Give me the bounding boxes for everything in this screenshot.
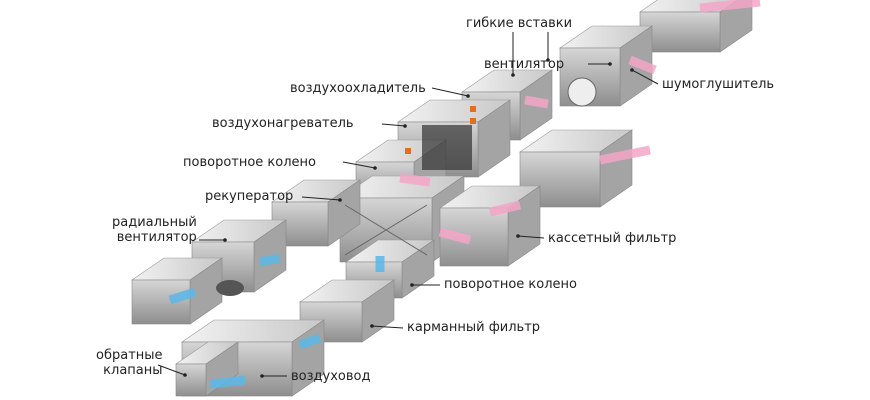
heater-coil bbox=[422, 125, 472, 170]
leader-line-6 bbox=[301, 196, 341, 201]
label-silencer: шумоглушитель bbox=[662, 77, 775, 92]
leader-dot-5 bbox=[373, 166, 377, 170]
airflow-arrow-3 bbox=[399, 173, 431, 187]
label-check-valves-line2: клапаны bbox=[103, 363, 163, 378]
airflow-arrow-11 bbox=[209, 375, 246, 389]
leader-line-9 bbox=[631, 69, 659, 85]
leader-dot-12 bbox=[370, 324, 374, 328]
airflow-arrow-8 bbox=[298, 333, 322, 350]
leader-dot-7 bbox=[223, 238, 227, 242]
label-air-duct: воздуховод bbox=[291, 369, 371, 384]
leader-line-4 bbox=[381, 123, 406, 127]
airflow-arrow-4 bbox=[599, 145, 651, 165]
label-rotary-elbow-bottom: поворотное колено bbox=[444, 277, 577, 292]
leader-line-12 bbox=[371, 325, 404, 329]
label-check-valves-line1: обратные bbox=[96, 348, 163, 363]
leader-dot-6 bbox=[338, 198, 342, 202]
airflow-arrow-0 bbox=[699, 0, 761, 13]
airflow-arrow-1 bbox=[628, 55, 657, 75]
heater-connector-0 bbox=[405, 148, 411, 154]
leader-dot-13 bbox=[260, 374, 264, 378]
label-rotary-elbow-top: поворотное колено bbox=[183, 155, 316, 170]
label-pocket-filter: карманный фильтр bbox=[407, 320, 541, 335]
leader-dot-3 bbox=[466, 94, 470, 98]
airflow-arrow-9 bbox=[259, 253, 281, 267]
check-valve-lower-front bbox=[175, 363, 207, 397]
airflow-arrow-10 bbox=[168, 287, 197, 305]
silencer-front bbox=[639, 11, 721, 53]
leader-dot-2 bbox=[608, 62, 612, 66]
fan-impeller-icon bbox=[567, 77, 597, 107]
leader-dot-1 bbox=[546, 58, 550, 62]
label-recuperator: рекуператор bbox=[205, 189, 294, 204]
leader-dot-8 bbox=[183, 373, 187, 377]
airflow-arrow-2 bbox=[524, 95, 549, 109]
airflow-arrow-6 bbox=[438, 227, 472, 245]
leader-line-8 bbox=[157, 364, 186, 376]
radial-fan-impeller-icon bbox=[216, 280, 244, 296]
leader-line-5 bbox=[342, 161, 376, 169]
heater-connector-1 bbox=[470, 106, 476, 112]
leader-line-10 bbox=[517, 235, 545, 239]
label-radial-fan-line1: радиальный bbox=[112, 215, 197, 230]
check-valve-front bbox=[131, 279, 191, 325]
leader-line-3 bbox=[431, 87, 469, 97]
label-fan: вентилятор bbox=[484, 57, 565, 72]
leader-dot-9 bbox=[630, 68, 634, 72]
leader-dot-10 bbox=[516, 234, 520, 238]
recuperator-cross bbox=[344, 204, 428, 256]
leader-dot-0 bbox=[511, 73, 515, 77]
leader-dot-4 bbox=[403, 124, 407, 128]
heater-connector-2 bbox=[470, 118, 476, 124]
leader-dot-11 bbox=[410, 283, 414, 287]
airflow-arrow-5 bbox=[488, 200, 522, 217]
label-air-heater: воздухонагреватель bbox=[212, 116, 354, 131]
label-radial-fan-line2: вентилятор bbox=[116, 230, 197, 245]
label-cassette-filter: кассетный фильтр bbox=[548, 231, 677, 246]
label-air-cooler: воздухоохладитель bbox=[290, 81, 426, 96]
label-flex-inserts: гибкие вставки bbox=[466, 16, 573, 31]
